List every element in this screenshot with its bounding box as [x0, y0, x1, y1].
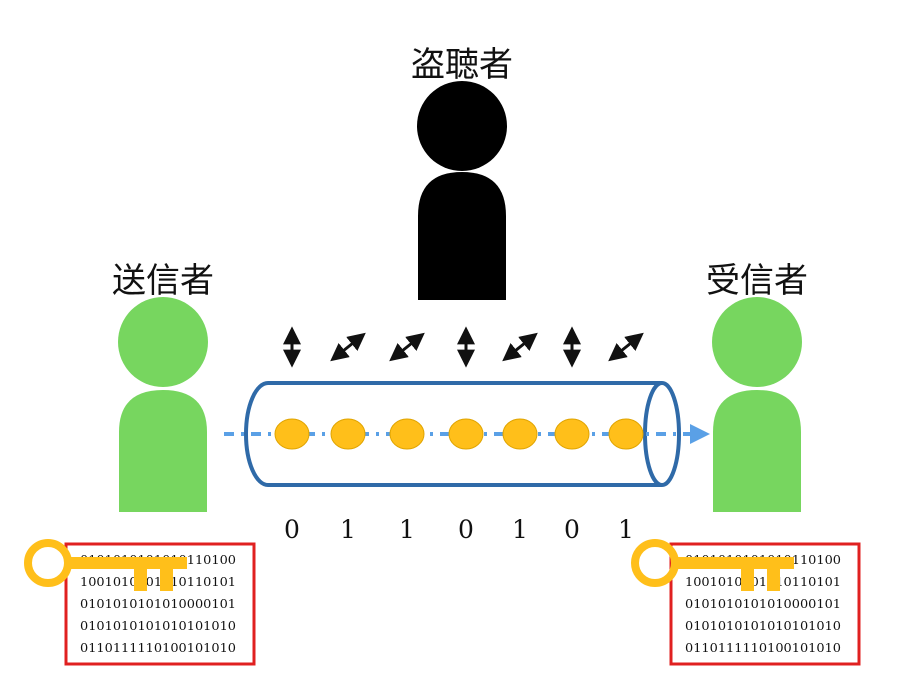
quantum-channel: [224, 381, 710, 487]
receiver-key-bits: 0101010101010110100100101010101011010101…: [685, 553, 841, 655]
photon: [502, 418, 538, 450]
key-bit-line: 0110111110100101010: [80, 641, 236, 655]
receiver-body: [713, 390, 801, 512]
key-bit-line: 1001010101010110101: [685, 575, 841, 589]
receiver: 受信者: [706, 261, 808, 512]
bit-label: 0: [284, 515, 300, 544]
photon: [389, 418, 425, 450]
receiver-label: 受信者: [706, 261, 808, 301]
photon: [274, 418, 310, 450]
eavesdropper: 盗聴者: [411, 45, 513, 300]
photon: [330, 418, 366, 450]
bit-label: 1: [512, 515, 528, 544]
photon: [448, 418, 484, 450]
channel-tube-left-end: [244, 381, 269, 487]
channel-tube-right-end: [643, 381, 681, 487]
bit-label: 0: [564, 515, 580, 544]
key-bit-line: 1001010101010110101: [80, 575, 236, 589]
sender-head: [118, 297, 208, 387]
bit-label: 0: [458, 515, 474, 544]
sender-key-box: 0101010101010110100100101010101011010101…: [24, 539, 256, 666]
photon: [554, 418, 590, 450]
channel-tube-body: [268, 381, 662, 487]
bit-labels: 0 1 1 0 1 0 1: [284, 515, 634, 544]
key-icon: [24, 539, 187, 591]
key-bit-line: 0101010101010101010: [80, 619, 236, 633]
key-bit-line: 0110111110100101010: [685, 641, 841, 655]
eavesdropper-body: [418, 172, 506, 300]
diagonal-arrow-icon: [608, 332, 644, 362]
polarization-arrows: [283, 326, 644, 368]
eavesdropper-head: [417, 81, 507, 171]
key-bit-line: 0101010101010101010: [685, 619, 841, 633]
sender-body: [119, 390, 207, 512]
receiver-head: [712, 297, 802, 387]
diagonal-arrow-icon: [502, 332, 538, 362]
bit-label: 1: [618, 515, 634, 544]
photon: [608, 418, 644, 450]
key-bit-line: 0101010101010000101: [80, 597, 236, 611]
receiver-key-box: 0101010101010110100100101010101011010101…: [631, 539, 861, 666]
key-bit-line: 0101010101010000101: [685, 597, 841, 611]
eavesdropper-label: 盗聴者: [411, 45, 513, 85]
bit-label: 1: [399, 515, 415, 544]
sender: 送信者: [112, 261, 214, 512]
bit-label: 1: [340, 515, 356, 544]
sender-label: 送信者: [112, 261, 214, 301]
photon-group: [274, 418, 644, 450]
diagonal-arrow-icon: [330, 332, 366, 362]
key-icon: [631, 539, 794, 591]
diagonal-arrow-icon: [389, 332, 425, 362]
